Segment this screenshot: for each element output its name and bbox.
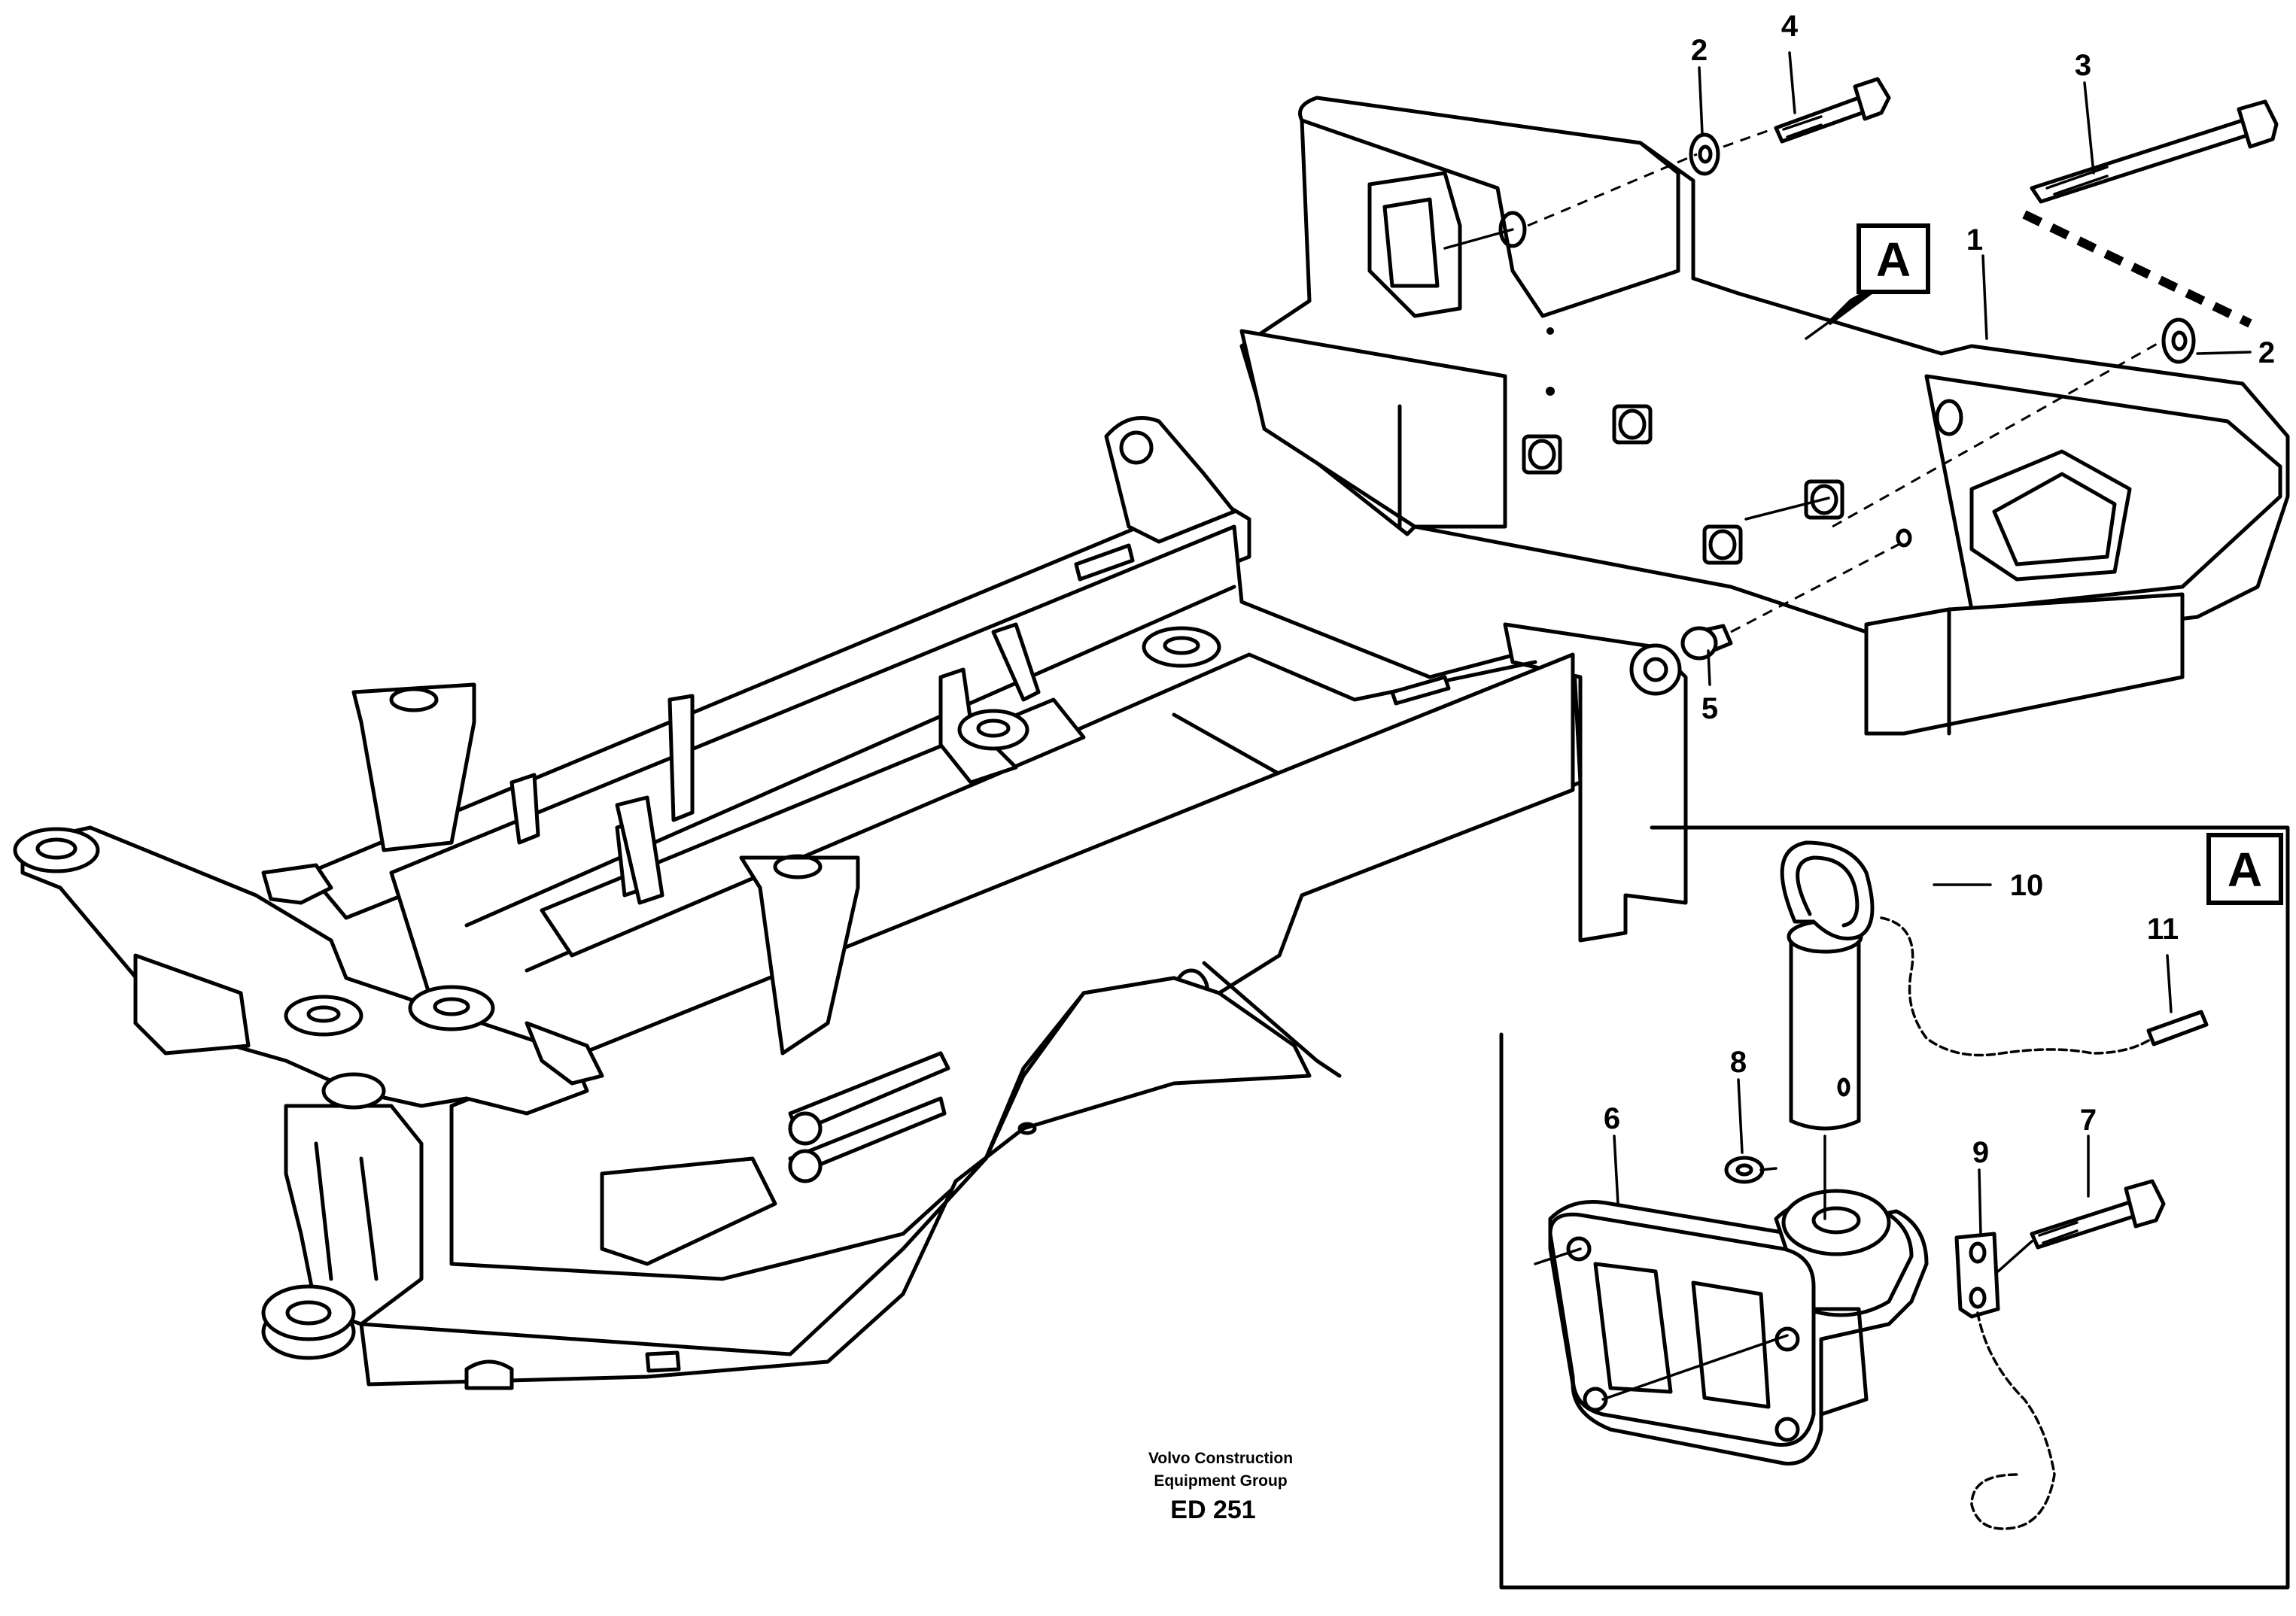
callout-5: 5: [1701, 692, 1718, 725]
callout-8: 8: [1730, 1046, 1747, 1079]
callout-4: 4: [1781, 10, 1799, 43]
caption-line-2: Equipment Group: [1154, 1472, 1287, 1490]
detail-marker-a-letter: A: [2228, 843, 2262, 897]
washer-upper: [1689, 132, 1720, 176]
detail-bolt: [2030, 1179, 2166, 1250]
caption-line-1: Volvo Construction: [1148, 1450, 1293, 1467]
tow-hook-body: [1548, 1189, 1929, 1466]
callout-leaders: [1613, 51, 2252, 1235]
front-frame: [13, 416, 1688, 1390]
view-marker-a: A: [1857, 223, 1930, 294]
washer-lower: [2161, 317, 2196, 364]
view-marker-a-letter: A: [1876, 232, 1911, 287]
tow-pin: [1780, 840, 1875, 1131]
callout-1: 1: [1966, 223, 1983, 257]
callout-2-lower: 2: [2258, 336, 2275, 369]
locating-pin: [1680, 624, 1733, 661]
caption-code: ED 251: [1170, 1496, 1255, 1524]
detail-marker-a: A: [2206, 833, 2283, 905]
callout-9: 9: [1972, 1136, 1989, 1169]
chain-plate: [1954, 1232, 2056, 1530]
callout-2-upper: 2: [1691, 34, 1708, 67]
callout-7: 7: [2080, 1104, 2097, 1137]
detail-a-frame: [1499, 825, 2290, 1590]
short-bolt: [1774, 77, 1891, 144]
counterweight: [1239, 96, 2290, 736]
callout-11: 11: [2147, 913, 2179, 946]
callout-6: 6: [1604, 1102, 1620, 1135]
long-bolt: [2030, 99, 2279, 204]
detail-washer: [1724, 1156, 1765, 1184]
callout-3: 3: [2075, 49, 2091, 82]
callout-10: 10: [2010, 869, 2044, 902]
pin-chain: [1880, 916, 2209, 1057]
